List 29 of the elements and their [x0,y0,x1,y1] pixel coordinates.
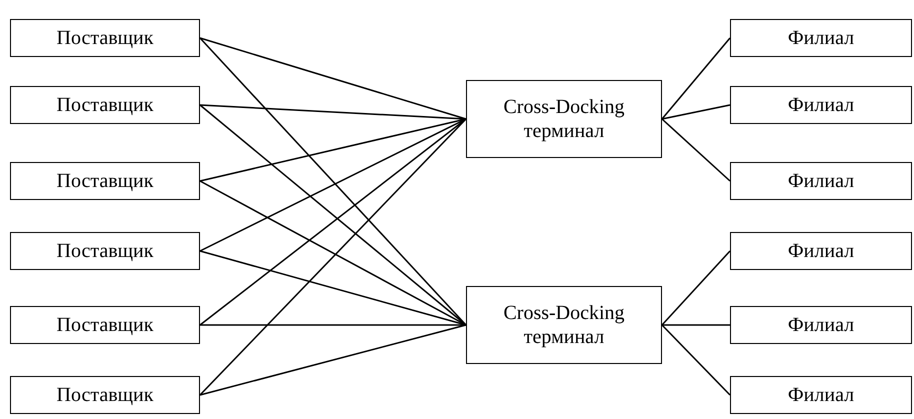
branch-box: Филиал [730,19,912,57]
connector-line [661,324,731,396]
connector-line [662,118,730,182]
connector-line [200,118,466,252]
supplier-box: Поставщик [10,19,200,57]
branch-box: Филиал [730,86,912,124]
connector-line [200,324,466,396]
branch-box: Филиал [730,376,912,414]
connector-line [662,324,730,326]
supplier-box: Поставщик [10,162,200,200]
branch-box: Филиал [730,306,912,344]
connector-line [661,38,731,120]
branch-box: Филиал [730,232,912,270]
connector-line [200,324,466,326]
terminal-box: Cross-Docking терминал [466,286,662,364]
connector-line [662,104,730,120]
connector-line [199,118,467,396]
terminal-box: Cross-Docking терминал [466,80,662,158]
connector-line [200,118,466,182]
supplier-box: Поставщик [10,306,200,344]
connector-line [199,38,467,326]
branch-box: Филиал [730,162,912,200]
connector-line [200,104,466,120]
connector-line [661,250,731,326]
connector-line [200,37,466,120]
supplier-box: Поставщик [10,376,200,414]
connector-line [200,250,466,326]
supplier-box: Поставщик [10,232,200,270]
supplier-box: Поставщик [10,86,200,124]
